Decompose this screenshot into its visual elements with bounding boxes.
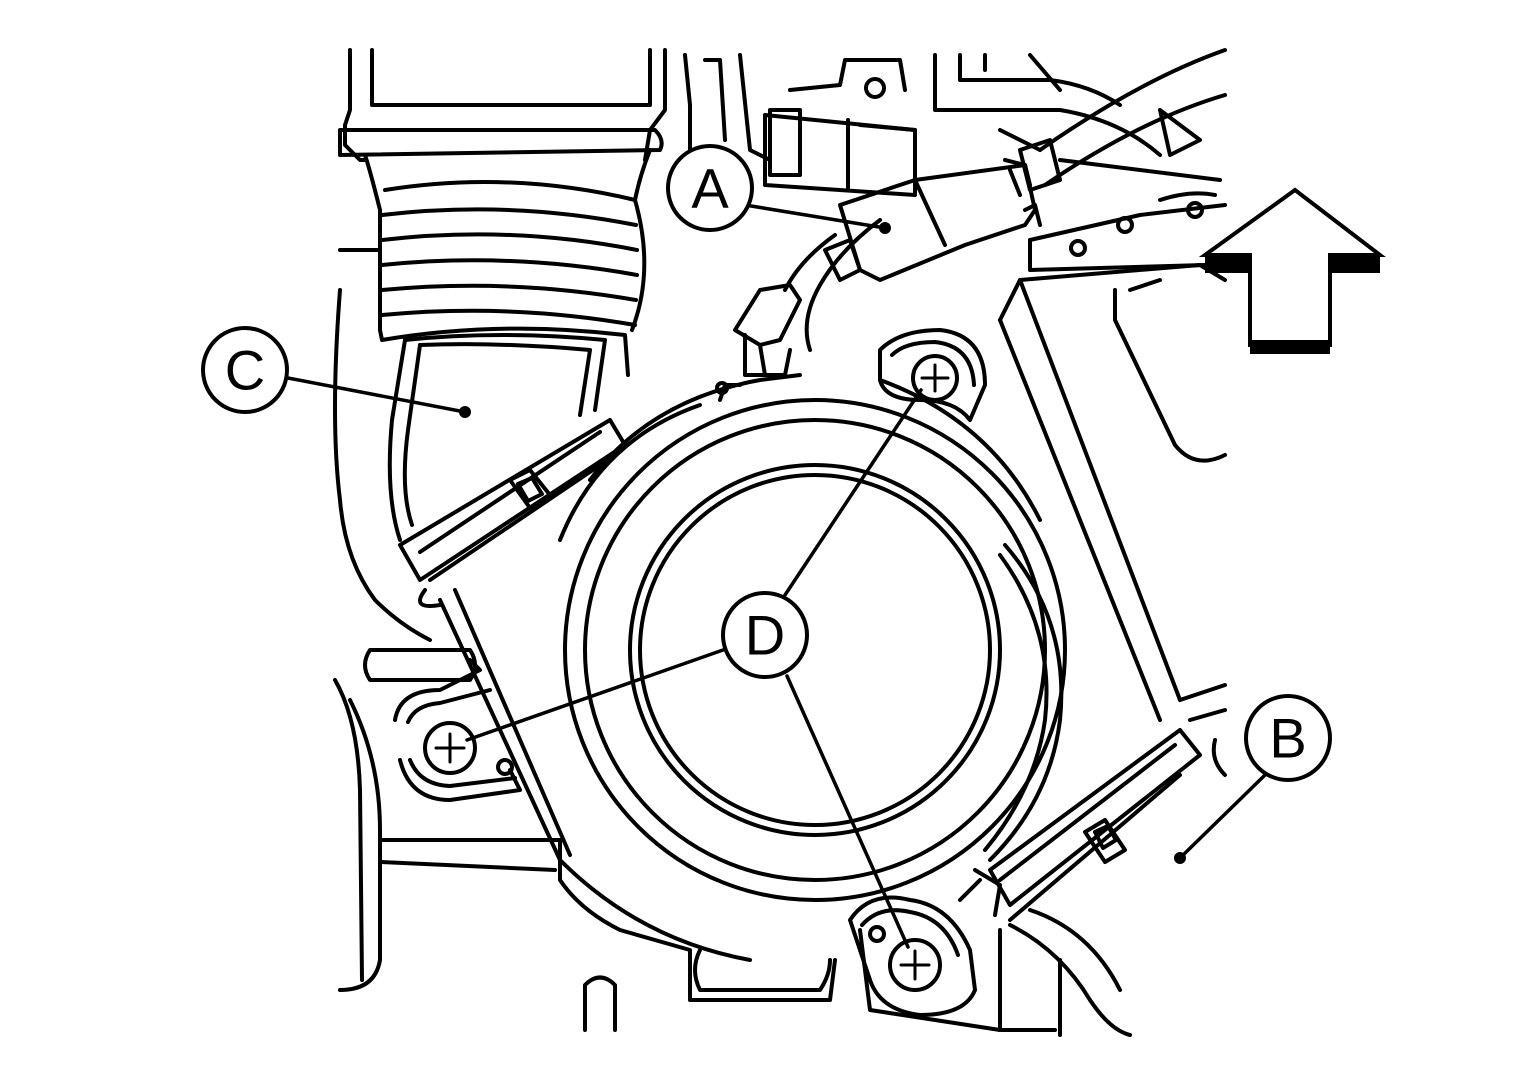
callout-a-label: A	[691, 157, 729, 220]
front-arrow-icon	[1198, 187, 1386, 354]
screw-head-icon	[423, 721, 477, 775]
screw-head-icon	[888, 938, 942, 992]
air-duct	[338, 128, 664, 542]
screw-head-icon	[911, 354, 959, 402]
blower-housing	[998, 191, 1227, 777]
callout-b: B	[1244, 694, 1332, 782]
blower-motor	[418, 373, 1132, 1037]
callout-d: D	[721, 591, 809, 679]
callout-c: C	[201, 326, 289, 414]
connector-harness	[733, 48, 1227, 377]
callout-a: A	[666, 144, 754, 232]
duct-clamp	[398, 418, 627, 582]
callout-d-label: D	[745, 604, 785, 667]
callout-a-dot	[879, 222, 891, 234]
harness-clamp-right	[958, 728, 1202, 922]
callout-b-dot	[1174, 852, 1186, 864]
leader-lines	[286, 203, 1267, 949]
callout-c-dot	[459, 406, 471, 418]
bolt-bosses	[393, 328, 987, 1017]
vehicle-structure-left	[333, 48, 772, 1032]
callout-c-label: C	[225, 339, 265, 402]
callout-b-label: B	[1269, 707, 1306, 770]
